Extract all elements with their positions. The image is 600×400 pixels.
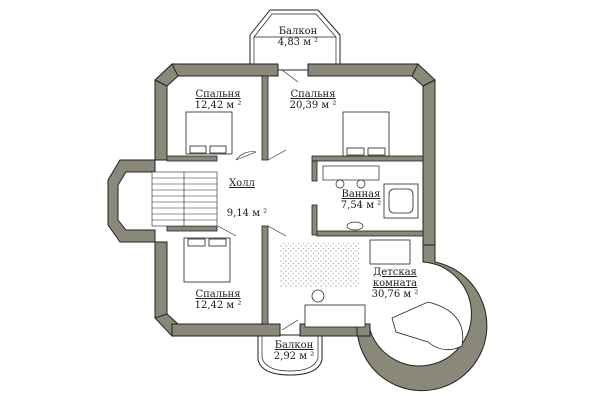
label-hall: Холл [222, 178, 262, 189]
staircase [151, 171, 218, 227]
exterior-walls [107, 63, 488, 392]
room-area: 20,39 м ² [289, 100, 337, 111]
label-nursery: Детская комната 30,76 м ² [360, 267, 430, 300]
room-area: 7,54 м ² [340, 200, 382, 211]
room-name: Спальня [195, 289, 241, 300]
room-name: Холл [229, 178, 255, 189]
label-bedroom-master: Спальня 20,39 м ² [278, 89, 348, 111]
grand-piano [391, 301, 464, 351]
room-name: Ванная [341, 189, 381, 200]
label-bedroom-sw: Спальня 12,42 м ² [178, 289, 258, 311]
label-hall-area: 9,14 м ² [222, 208, 272, 219]
bathtub [383, 183, 419, 219]
interior-walls [166, 75, 424, 325]
room-area: 12,42 м ² [194, 300, 242, 311]
room-name-line2: комната [372, 278, 418, 289]
play-rug [280, 242, 360, 288]
room-name: Балкон [278, 26, 318, 37]
label-balcony-bottom: Балкон 2,92 м ² [264, 340, 324, 362]
room-name: Спальня [290, 89, 336, 100]
room-area: 4,83 м ² [277, 37, 319, 48]
bed-nw [185, 111, 233, 155]
bed-master [342, 111, 390, 157]
label-bathroom: Ванная 7,54 м ² [336, 189, 386, 211]
room-area: 9,14 м ² [226, 208, 268, 219]
room-name: Спальня [195, 89, 241, 100]
room-area: 12,42 м ² [194, 100, 242, 111]
room-area: 2,92 м ² [273, 351, 315, 362]
bed-sw [183, 237, 231, 283]
room-name-line1: Детская [373, 267, 417, 278]
balcony-bottom [257, 334, 323, 376]
nursery-furniture [304, 239, 411, 328]
bathroom-fixtures [322, 165, 380, 231]
room-area: 30,76 м ² [371, 289, 419, 300]
room-name: Балкон [274, 340, 314, 351]
door-swings [217, 69, 299, 331]
label-balcony-top: Балкон 4,83 м ² [268, 26, 328, 48]
label-bedroom-nw: Спальня 12,42 м ² [178, 89, 258, 111]
